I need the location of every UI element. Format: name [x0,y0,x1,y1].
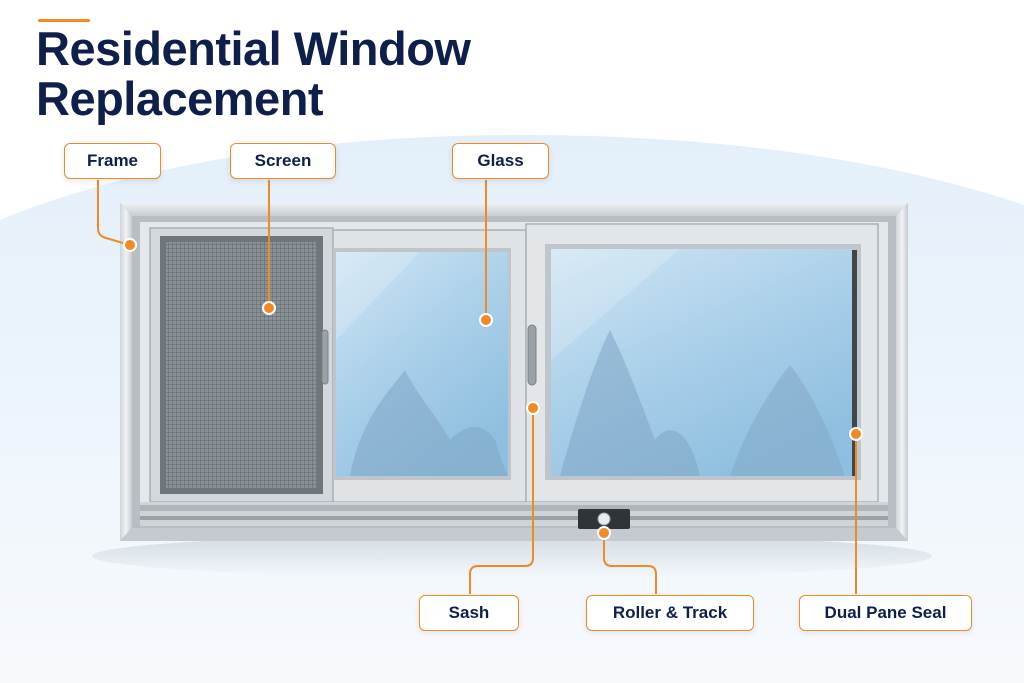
dot-roller [597,526,611,540]
leader-dots [123,238,863,540]
page-title: Residential Window Replacement [36,24,471,124]
bottom-track [140,502,888,529]
dot-sash [526,401,540,415]
callout-screen: Screen [230,143,336,179]
leader-frame [97,180,131,246]
dot-seal [849,427,863,441]
screen-panel [149,227,334,503]
callout-frame: Frame [64,143,161,179]
leader-roller [603,533,657,594]
callout-glass: Glass [452,143,549,179]
right-sash [525,223,879,503]
leader-lines [97,180,857,594]
title-line-2: Replacement [36,72,324,125]
title-accent-line [38,19,90,22]
title-line-1: Residential Window [36,22,471,75]
middle-sash [332,229,527,503]
callout-dual-pane-seal: Dual Pane Seal [799,595,972,631]
leader-sash [469,408,534,594]
dot-frame [123,238,137,252]
callout-sash: Sash [419,595,519,631]
dot-screen [262,301,276,315]
window-shadow [92,534,932,578]
dot-glass [479,313,493,327]
callout-roller-track: Roller & Track [586,595,754,631]
